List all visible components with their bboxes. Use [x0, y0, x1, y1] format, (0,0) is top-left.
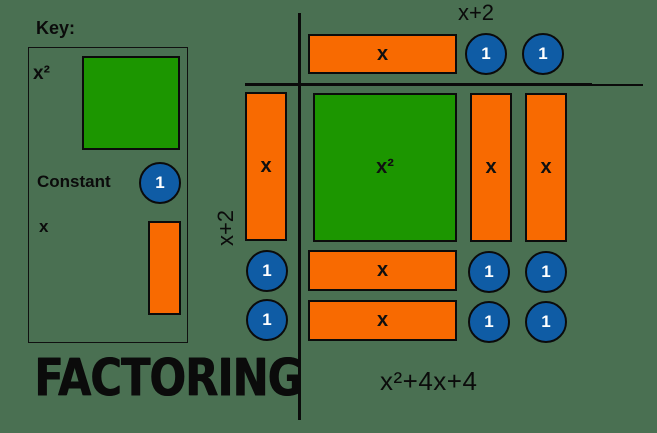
x-tile-left: x — [245, 92, 287, 241]
unit-tile-grid-1: 1 — [468, 251, 510, 293]
left-factor-label: x+2 — [213, 209, 238, 247]
vertical-axis-line — [298, 13, 301, 420]
key-x2-label: x² — [33, 63, 50, 84]
top-factor-label: x+2 — [457, 0, 495, 25]
x-tile-column-2: x — [525, 93, 567, 242]
unit-tile-grid-4: 1 — [525, 301, 567, 343]
x-tile-top: x — [308, 34, 457, 74]
unit-tile-top-2: 1 — [522, 33, 564, 75]
horizontal-axis-line — [245, 83, 592, 86]
expression-label: x²+4x+4 — [380, 366, 478, 396]
unit-tile-grid-2: 1 — [525, 251, 567, 293]
key-x-tile-sample — [148, 221, 181, 315]
key-x-label: x — [39, 217, 49, 236]
horizontal-axis-line-extension — [592, 84, 643, 86]
x-tile-column-1: x — [470, 93, 512, 242]
key-constant-label: Constant — [37, 172, 111, 191]
unit-tile-grid-3: 1 — [468, 301, 510, 343]
x2-tile: x² — [313, 93, 457, 242]
unit-tile-left-2: 1 — [246, 299, 288, 341]
unit-tile-top-1: 1 — [465, 33, 507, 75]
key-constant-sample: 1 — [139, 162, 181, 204]
key-title: Key: — [36, 18, 76, 38]
page-title: FACTORING — [34, 347, 303, 409]
x-tile-row-2: x — [308, 300, 457, 341]
unit-tile-left-1: 1 — [246, 250, 288, 292]
key-x2-tile-sample — [82, 56, 180, 150]
x-tile-row-1: x — [308, 250, 457, 291]
key-box — [28, 47, 188, 343]
